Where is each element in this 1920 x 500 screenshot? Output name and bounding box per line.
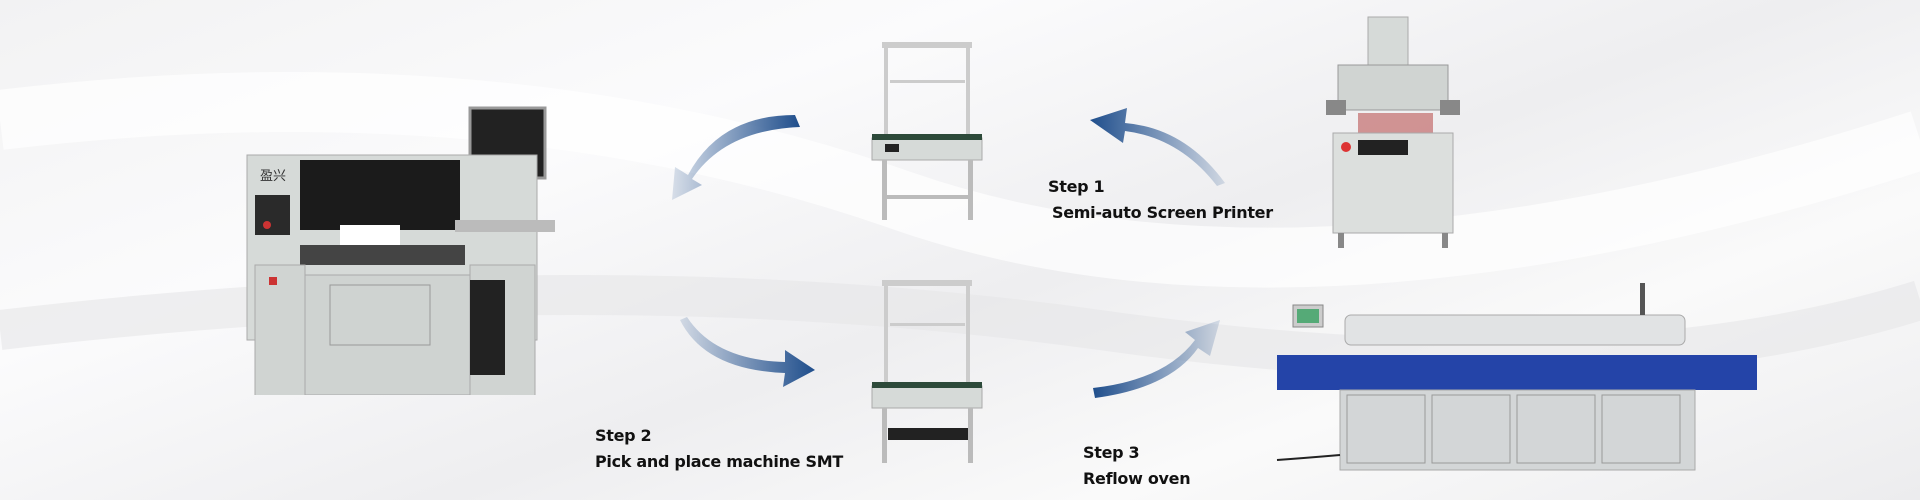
arrow-to-reflow-icon <box>1093 320 1220 398</box>
conveyor-top-image <box>871 42 983 220</box>
step-1-name: Semi-auto Screen Printer <box>1052 203 1273 222</box>
arrow-to-pick-place-icon <box>672 115 800 200</box>
screen-printer-image <box>1326 16 1460 248</box>
arrow-to-conveyor-top-icon <box>1090 108 1225 186</box>
pick-and-place-machine-image: 盈兴 <box>246 106 555 395</box>
reflow-oven-image <box>1276 283 1757 471</box>
step-3-title: Step 3 <box>1083 443 1140 462</box>
arrow-to-conveyor-bottom-icon <box>680 317 815 387</box>
step-2-name: Pick and place machine SMT <box>595 452 843 471</box>
conveyor-bottom-image <box>871 280 983 463</box>
step-1-title: Step 1 <box>1048 177 1105 196</box>
step-2-title: Step 2 <box>595 426 652 445</box>
machine-logo: 盈兴 <box>260 168 286 183</box>
step-3-name: Reflow oven <box>1083 469 1191 488</box>
